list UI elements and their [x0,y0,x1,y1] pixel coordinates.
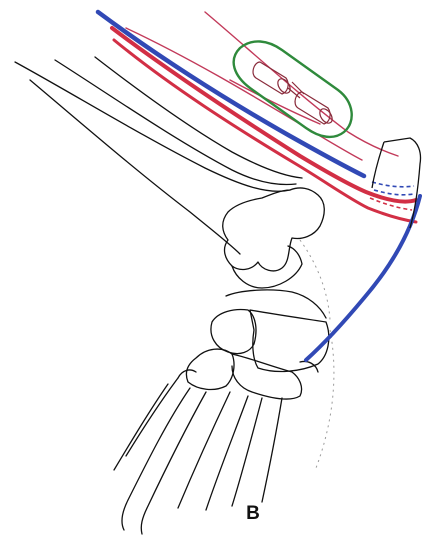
vein-dashed [372,182,414,195]
carpal-block [186,349,234,389]
nerve-lower [126,28,362,160]
ulna-bone [15,57,302,191]
nerve-upper [205,12,398,156]
carpal-block [211,310,256,354]
retinaculum-outline [372,138,421,228]
carpal-bone [232,246,302,288]
metacarpal-bone [178,392,248,510]
panel-label: B [238,503,268,525]
cylinder-right [295,92,330,124]
cylinder-left [253,62,288,94]
radius-bone [30,80,240,254]
metacarpal-bone [232,398,282,506]
distal-epiphysis [223,188,325,271]
hand-contour [300,240,334,468]
carpal-block [232,354,302,399]
metacarpal-bone [122,388,206,534]
